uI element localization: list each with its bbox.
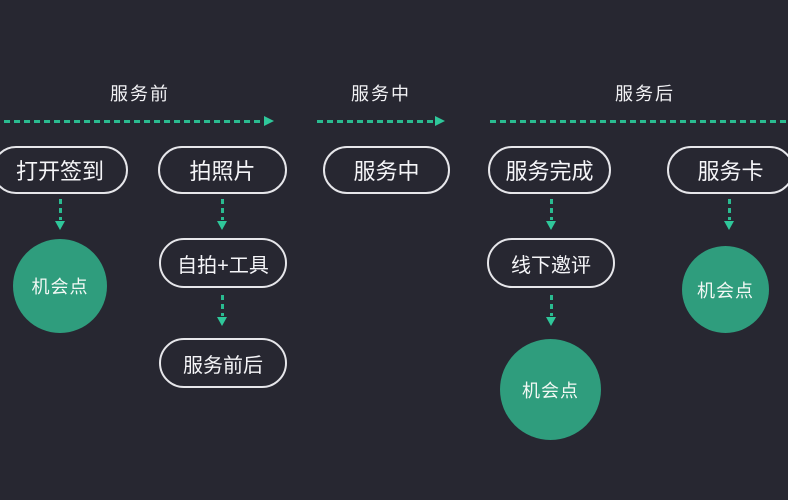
timeline-dashed-line-after xyxy=(490,120,788,123)
arrowhead-down-icon xyxy=(217,221,227,230)
timeline-dashed-line-before xyxy=(0,120,264,123)
down-arrow-complete-to-review xyxy=(545,199,557,230)
opportunity-circle-card: 机会点 xyxy=(682,246,769,333)
dashed-line xyxy=(549,295,553,316)
opportunity-circle-review: 机会点 xyxy=(500,339,601,440)
subnode-selfie-tools: 自拍+工具 xyxy=(159,238,287,288)
dashed-line xyxy=(727,199,731,220)
arrowhead-down-icon xyxy=(724,221,734,230)
arrowhead-down-icon xyxy=(546,221,556,230)
subnode-offline-review-invite: 线下邀评 xyxy=(487,238,615,288)
dashed-line xyxy=(58,199,62,220)
timeline-arrowhead-during xyxy=(435,116,445,126)
phase-label-before-service: 服务前 xyxy=(110,84,170,104)
phase-label-after-service: 服务后 xyxy=(615,84,675,104)
touchpoint-open-checkin: 打开签到 xyxy=(0,146,128,194)
timeline-dashed-line-during xyxy=(317,120,435,123)
down-arrow-selfie-to-beforeafter xyxy=(216,295,228,326)
down-arrow-review-to-opportunity xyxy=(545,295,557,326)
subnode-before-after-service: 服务前后 xyxy=(159,338,287,388)
arrowhead-down-icon xyxy=(546,317,556,326)
touchpoint-service-complete: 服务完成 xyxy=(488,146,611,194)
dashed-line xyxy=(220,295,224,316)
touchpoint-in-service: 服务中 xyxy=(323,146,450,194)
down-arrow-card-to-opportunity xyxy=(723,199,735,230)
opportunity-circle-checkin: 机会点 xyxy=(13,239,107,333)
dashed-line xyxy=(220,199,224,220)
down-arrow-photo-to-selfie xyxy=(216,199,228,230)
arrowhead-down-icon xyxy=(217,317,227,326)
dashed-line xyxy=(549,199,553,220)
touchpoint-service-card: 服务卡 xyxy=(667,146,788,194)
timeline-arrowhead-before xyxy=(264,116,274,126)
phase-label-in-service: 服务中 xyxy=(351,84,411,104)
down-arrow-checkin-to-opportunity xyxy=(54,199,66,230)
touchpoint-take-photo: 拍照片 xyxy=(158,146,287,194)
arrowhead-down-icon xyxy=(55,221,65,230)
